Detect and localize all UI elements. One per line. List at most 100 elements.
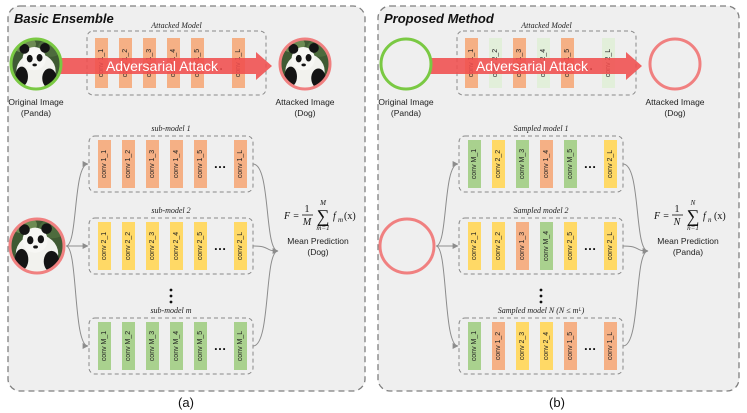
submodel-1-conv-2-label: conv 1_2 [125,150,132,179]
submodel-2-conv-5 [564,222,577,270]
formula-sum-top: M [319,199,327,207]
submodel-3-conv-1 [468,322,481,370]
submodel-2-conv-3 [516,222,529,270]
submodel-3-conv-5-label: conv 1_5 [567,332,574,361]
attacked-image [648,37,702,91]
submodel-1-conv-3 [516,140,529,188]
branch-arrow-1 [435,161,459,247]
submodel-2-conv-3 [146,222,159,270]
submodel-2-conv-6 [604,222,617,270]
attacked-model-label: Attacked Model [520,21,572,30]
submodel-2-conv-1 [468,222,481,270]
submodel-2-conv-4 [540,222,553,270]
submodel-3-conv-2-label: conv 1_2 [495,332,502,361]
submodel-3-conv-6-label: conv 1_L [607,332,614,361]
formula-sub: n [708,216,712,224]
submodel-3-conv-6-label: conv M_L [237,331,244,361]
input-image [8,217,66,275]
submodel-1-conv-6 [604,140,617,188]
attacked-caption-1: Attacked Image [275,97,334,107]
submodel-1-conv-5 [564,140,577,188]
submodel-1-conv-3-label: conv M_3 [519,149,526,179]
submodel-2-conv-2-label: conv 2_2 [125,232,132,261]
formula-sum-bottom: n=1 [687,224,699,232]
submodel-1-conv-6-label: conv 1_L [237,150,244,179]
ellipsis-icon: … [214,338,227,353]
merge-arrow-2 [252,245,279,254]
formula-arg: (x) [344,211,356,222]
submodel-1-conv-6 [234,140,247,188]
sigma-icon: ∑ [687,206,700,226]
formula-sum-bottom: m=1 [316,224,329,232]
submodel-label-1: sub-model 1 [151,124,190,133]
submodel-3-conv-1-label: conv M_1 [101,331,108,361]
submodel-2-conv-1-label: conv 2_1 [471,232,478,261]
submodel-2-conv-1-label: conv 2_1 [101,232,108,261]
formula-lhs: F = [283,211,299,222]
submodel-1-conv-5-label: conv M_5 [567,149,574,179]
submodel-3-conv-4-label: conv M_4 [173,331,180,361]
submodel-3-conv-3-label: conv 2_3 [519,332,526,361]
submodel-2-conv-1 [98,222,111,270]
vertical-dot-1 [169,288,173,292]
original-caption-1: Original Image [378,97,434,107]
submodel-1-conv-4-label: conv 1_4 [173,150,180,179]
submodel-1-conv-2 [122,140,135,188]
formula-term: f [703,211,707,222]
prediction-1: Mean Prediction [287,236,349,246]
ellipsis-icon: … [584,156,597,171]
adversarial-arrow-icon [430,52,642,80]
attacked-caption-1: Attacked Image [645,97,704,107]
submodel-1-conv-1-label: conv 1_1 [101,150,108,179]
submodel-2-conv-6-label: conv 2_L [237,232,244,261]
formula-numerator: 1 [675,204,680,215]
formula-denominator: N [673,217,682,228]
adversarial-arrow-icon [60,52,272,80]
submodel-label-2: sub-model 2 [151,206,190,215]
submodel-1-conv-6-label: conv 2_L [607,150,614,179]
formula-denominator: M [302,217,312,228]
submodel-label-3: sub-model m [150,306,191,315]
basic-ensemble-title: Basic Ensemble [14,11,114,26]
proposed-method-title: Proposed Method [384,11,495,26]
submodel-2-conv-4-label: conv 2_4 [173,232,180,261]
input-image [378,217,436,275]
branch-arrow-3 [435,245,459,349]
submodel-2-conv-2 [492,222,505,270]
submodel-2-conv-3-label: conv 1_3 [519,232,526,261]
submodel-2-conv-4-label: conv M_4 [543,231,550,261]
submodel-3-conv-1 [98,322,111,370]
proposed-method-panel [377,5,740,392]
formula-term: f [333,211,337,222]
attacked-image [278,37,332,91]
ellipsis-icon: … [214,156,227,171]
attacked-caption-2: (Dog) [294,108,315,118]
sigma-icon: ∑ [317,206,330,226]
adversarial-attack-label: Adversarial Attack [106,58,219,74]
submodel-label-1: Sampled model 1 [513,124,568,133]
attacked-caption-2: (Dog) [664,108,685,118]
submodel-3-conv-6 [604,322,617,370]
vertical-dot-3 [169,300,173,304]
original-caption-2: (Panda) [391,108,421,118]
original-image [379,37,433,91]
submodel-3-conv-5-label: conv M_5 [197,331,204,361]
submodel-3-conv-3-label: conv M_3 [149,331,156,361]
submodel-label-2: Sampled model 2 [513,206,568,215]
adversarial-attack-label: Adversarial Attack [476,58,589,74]
attacked-model-label: Attacked Model [150,21,202,30]
prediction-2: (Dog) [307,247,328,257]
submodel-1-conv-5 [194,140,207,188]
submodel-1-conv-4 [540,140,553,188]
submodel-3-conv-4 [540,322,553,370]
formula-lhs: F = [653,211,669,222]
submodel-1-conv-5-label: conv 1_5 [197,150,204,179]
submodel-label-3: Sampled model N (N ≤ mᴸ) [498,306,585,315]
submodel-1-conv-4 [170,140,183,188]
panel-a-label: (a) [178,395,194,410]
submodel-3-conv-4-label: conv 2_4 [543,332,550,361]
